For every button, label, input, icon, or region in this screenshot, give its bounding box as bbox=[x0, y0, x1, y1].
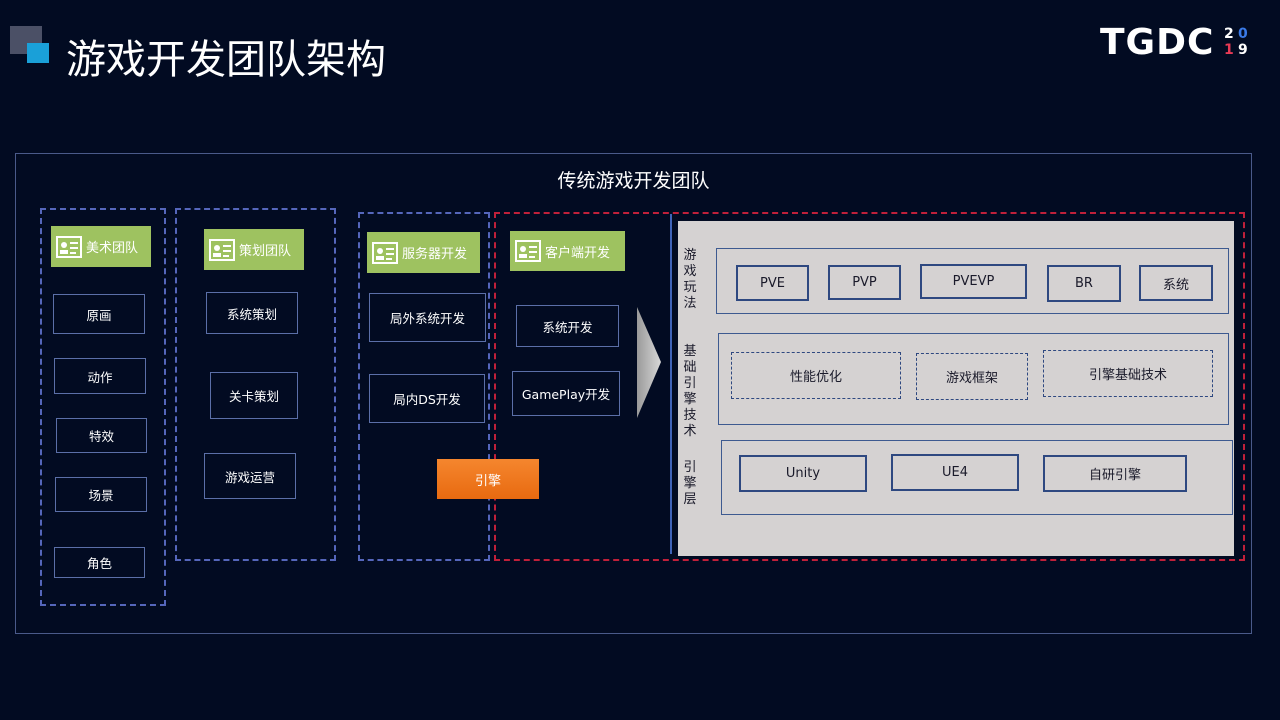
gameplay-item-system: 系统 bbox=[1139, 265, 1213, 301]
engine-tech-item-core: 引擎基础技术 bbox=[1043, 350, 1213, 397]
engine-layer-item-unity: Unity bbox=[739, 455, 867, 492]
engine-tech-item-framework: 游戏框架 bbox=[916, 353, 1028, 400]
design-team-label-text: 策划团队 bbox=[239, 244, 292, 259]
art-team-label-text: 美术团队 bbox=[86, 241, 139, 256]
art-item-concept: 原画 bbox=[53, 294, 145, 334]
page-title: 游戏开发团队架构 bbox=[66, 37, 386, 83]
server-team-group bbox=[358, 212, 490, 561]
engine-layer-row bbox=[721, 440, 1233, 515]
server-team-label-text: 服务器开发 bbox=[402, 247, 468, 262]
engine-tech-item-performance: 性能优化 bbox=[731, 352, 901, 399]
arrow-right-icon bbox=[637, 307, 661, 418]
traditional-team-frame bbox=[15, 153, 1252, 634]
design-item-level: 关卡策划 bbox=[210, 372, 298, 419]
engine-tech-row-label: 基础引擎技术 bbox=[683, 344, 697, 439]
group-divider-line bbox=[670, 214, 672, 554]
id-card-icon bbox=[515, 240, 541, 262]
logo-digit: 0 bbox=[1238, 26, 1248, 42]
tgdc-logo: TGDC 2 0 1 9 bbox=[1100, 22, 1250, 64]
traditional-team-title: 传统游戏开发团队 bbox=[557, 170, 710, 192]
gameplay-row bbox=[716, 248, 1229, 314]
logo-digit: 1 bbox=[1224, 42, 1234, 58]
design-item-operations: 游戏运营 bbox=[204, 453, 296, 499]
client-item-system: 系统开发 bbox=[516, 305, 619, 347]
gameplay-row-label: 游戏玩法 bbox=[683, 248, 697, 311]
server-item-outgame: 局外系统开发 bbox=[369, 293, 486, 342]
server-team-label: 服务器开发 bbox=[367, 232, 480, 273]
client-item-gameplay: GamePlay开发 bbox=[512, 371, 620, 416]
gameplay-item-pvp: PVP bbox=[828, 265, 901, 300]
gameplay-item-br: BR bbox=[1047, 265, 1121, 302]
id-card-icon bbox=[372, 241, 398, 264]
design-item-system: 系统策划 bbox=[206, 292, 298, 334]
art-team-group bbox=[40, 208, 166, 606]
title-decoration-square-blue bbox=[27, 43, 49, 63]
engine-button: 引擎 bbox=[437, 459, 539, 499]
engine-team-group bbox=[494, 212, 1245, 561]
art-item-animation: 动作 bbox=[54, 358, 146, 394]
art-team-label: 美术团队 bbox=[51, 226, 151, 267]
engine-layer-item-ue4: UE4 bbox=[891, 454, 1019, 491]
id-card-icon bbox=[209, 238, 235, 261]
id-card-icon bbox=[56, 235, 82, 258]
engine-tech-row bbox=[718, 333, 1229, 425]
gameplay-item-pvevp: PVEVP bbox=[920, 264, 1027, 299]
logo-digit: 2 bbox=[1224, 26, 1234, 42]
art-item-character: 角色 bbox=[54, 547, 145, 578]
gameplay-item-pve: PVE bbox=[736, 265, 809, 301]
logo-digit: 9 bbox=[1238, 42, 1248, 58]
engine-layer-row-label: 引擎层 bbox=[683, 460, 697, 507]
engine-layer-item-custom: 自研引擎 bbox=[1043, 455, 1187, 492]
client-team-label-text: 客户端开发 bbox=[545, 245, 611, 261]
design-team-label: 策划团队 bbox=[204, 229, 304, 270]
design-team-group bbox=[175, 208, 336, 561]
art-item-scene: 场景 bbox=[55, 477, 147, 512]
logo-text: TGDC bbox=[1100, 22, 1215, 63]
server-item-ds: 局内DS开发 bbox=[369, 374, 485, 423]
engine-layers-panel bbox=[678, 221, 1234, 556]
client-team-label: 客户端开发 bbox=[510, 231, 625, 271]
art-item-effects: 特效 bbox=[56, 418, 147, 453]
